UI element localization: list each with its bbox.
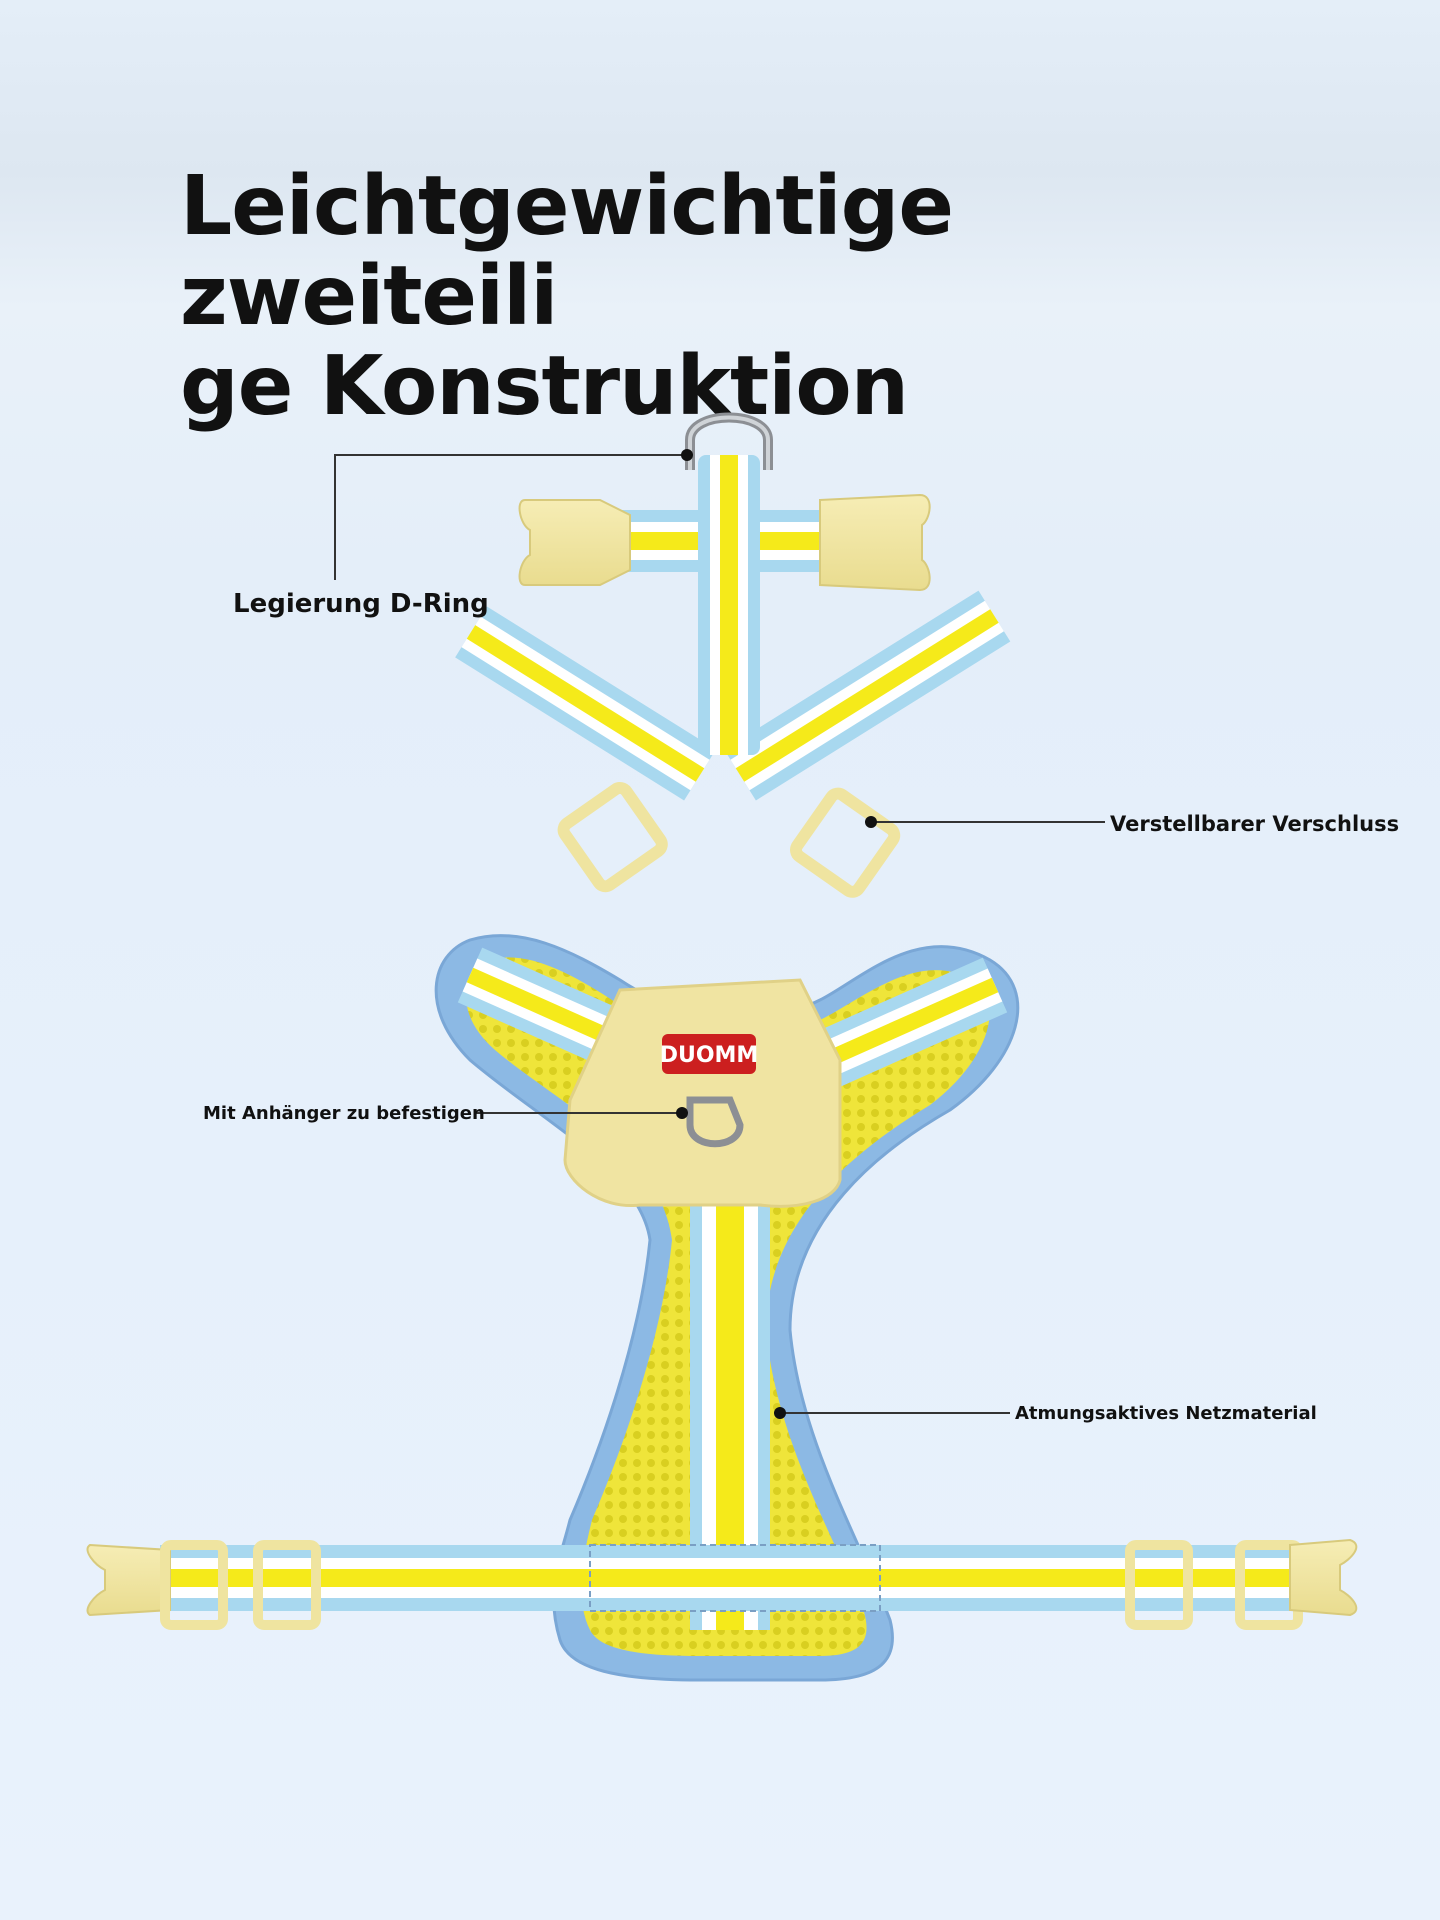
- mesh-dot: [774, 1407, 786, 1419]
- d-ring-dot: [681, 449, 693, 461]
- callout-buckle: Verstellbarer Verschluss: [1110, 812, 1400, 836]
- belly-strap: [86, 1538, 1358, 1630]
- callout-tag: Mit Anhänger zu befestigen: [203, 1103, 485, 1124]
- callout-dots: [676, 449, 877, 1419]
- page-title: Leichtgewichtige zweiteili ge Konstrukti…: [180, 159, 954, 434]
- top-buckle-strap: [518, 493, 931, 592]
- callout-d-ring: Legierung D-Ring: [233, 589, 489, 619]
- tag-dot: [676, 1107, 688, 1119]
- callout-mesh: Atmungsaktives Netzmaterial: [1015, 1403, 1317, 1424]
- brand-tag: DUOMM: [660, 1043, 759, 1068]
- d-ring-leader: [334, 454, 685, 580]
- buckle-dot: [865, 816, 877, 828]
- callout-lines: [334, 454, 1105, 1414]
- chest-plate: DUOMM: [563, 978, 842, 1208]
